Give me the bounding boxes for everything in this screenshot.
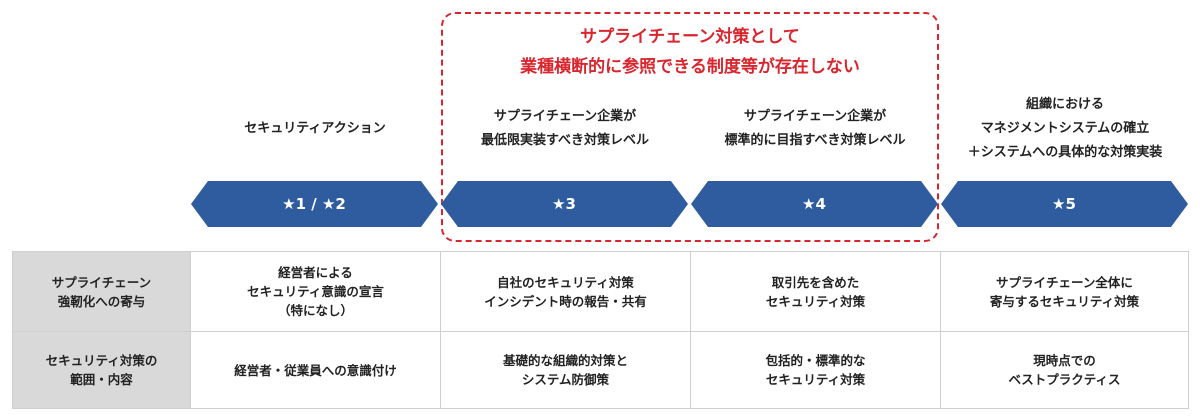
cell-line: サプライチェーン全体に	[996, 274, 1133, 290]
column-label-2: サプライチェーン企業が 最低限実装すべき対策レベル	[440, 96, 690, 162]
cell-line: ベストプラクティス	[1008, 372, 1121, 387]
level-arrow-2	[441, 181, 688, 227]
row-header-line: サプライチェーン	[51, 274, 152, 290]
column-label-3: サプライチェーン企業が 標準的に目指すべき対策レベル	[690, 96, 940, 162]
level-label-4: ★5	[1052, 195, 1076, 213]
row-header-line: セキュリティ対策の	[45, 353, 158, 368]
table-cell: サプライチェーン全体に 寄与するセキュリティ対策	[940, 251, 1189, 332]
level-label-3: ★4	[802, 195, 826, 213]
row-header: サプライチェーン 強靭化への寄与	[12, 251, 191, 332]
cell-line: 寄与するセキュリティ対策	[989, 293, 1140, 309]
table-cell: 包括的・標準的な セキュリティ対策	[690, 331, 941, 409]
cell-line: インシデント時の報告・共有	[484, 293, 647, 309]
column-label-line: サプライチェーン企業が	[493, 109, 637, 124]
cell-line: 現時点での	[1033, 353, 1096, 368]
column-label-line: セキュリティアクション	[244, 121, 386, 136]
column-label-line: 組織における	[1025, 97, 1104, 112]
column-label-line: ＋システムへの具体的な対策実装	[967, 145, 1163, 160]
row-header: セキュリティ対策の 範囲・内容	[12, 331, 191, 409]
level-arrow-4	[941, 181, 1188, 227]
column-label-4: 組織における マネジメントシステムの確立 ＋システムへの具体的な対策実装	[940, 96, 1190, 162]
level-arrow-3	[691, 181, 938, 227]
cell-line: 経営者・従業員への意識付け	[234, 362, 397, 378]
cell-line: セキュリティ対策	[765, 293, 866, 309]
cell-line: 包括的・標準的な	[765, 353, 866, 368]
cell-line: 基礎的な組織的対策と	[502, 353, 628, 368]
column-label-1: セキュリティアクション	[190, 96, 440, 162]
column-label-line: 最低限実装すべき対策レベル	[480, 133, 650, 148]
level-label-2: ★3	[552, 195, 576, 213]
row-header-line: 範囲・内容	[70, 372, 133, 387]
cell-line: セキュリティ意識の宣言	[247, 284, 384, 299]
cell-line: 自社のセキュリティ対策	[497, 274, 634, 290]
highlight-box	[441, 12, 939, 242]
cell-line: 経営者による	[278, 265, 353, 280]
table-cell: 経営者・従業員への意識付け	[190, 331, 441, 409]
table-cell: 基礎的な組織的対策と システム防御策	[440, 331, 691, 409]
table-cell: 取引先を含めた セキュリティ対策	[690, 251, 941, 332]
column-label-line: 標準的に目指すべき対策レベル	[724, 133, 906, 148]
highlight-title-line: 業種横断的に参照できる制度等が存在しない	[520, 57, 860, 77]
cell-line: セキュリティ対策	[765, 372, 866, 387]
table-cell: 経営者による セキュリティ意識の宣言 （特になし）	[190, 251, 441, 332]
column-label-line: サプライチェーン企業が	[743, 109, 887, 124]
level-label-1: ★1 / ★2	[282, 195, 346, 213]
column-label-line: マネジメントシステムの確立	[980, 121, 1150, 136]
table-row: サプライチェーン 強靭化への寄与 経営者による セキュリティ意識の宣言 （特にな…	[12, 251, 1189, 332]
comparison-table: サプライチェーン 強靭化への寄与 経営者による セキュリティ意識の宣言 （特にな…	[12, 251, 1189, 409]
cell-line: （特になし）	[277, 303, 353, 318]
cell-line: 取引先を含めた	[771, 274, 860, 290]
level-arrow-1	[191, 181, 438, 227]
row-header-line: 強靭化への寄与	[57, 293, 146, 309]
table-cell: 自社のセキュリティ対策 インシデント時の報告・共有	[440, 251, 691, 332]
cell-line: システム防御策	[521, 372, 610, 387]
table-cell: 現時点での ベストプラクティス	[940, 331, 1189, 409]
highlight-title: サプライチェーン対策として 業種横断的に参照できる制度等が存在しない	[441, 22, 939, 82]
table-row: セキュリティ対策の 範囲・内容 経営者・従業員への意識付け 基礎的な組織的対策と…	[12, 331, 1189, 409]
highlight-title-line: サプライチェーン対策として	[580, 27, 800, 47]
